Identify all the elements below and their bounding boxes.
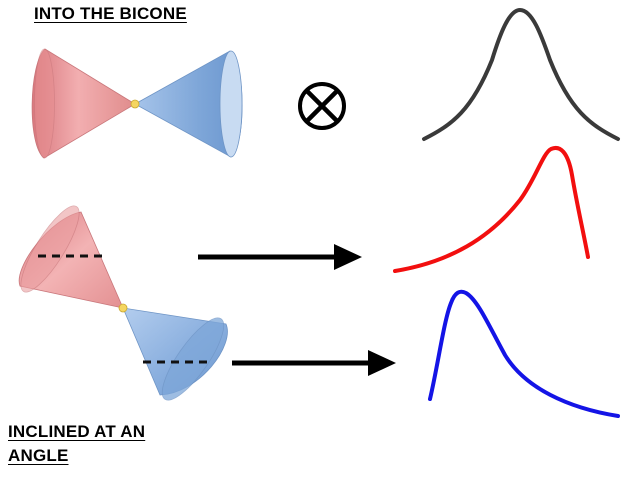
circled-times-icon [298, 82, 346, 130]
upright-bicone [31, 48, 243, 159]
inclined-bicone [18, 205, 228, 401]
apex-dot-top [130, 99, 140, 109]
inclined-label-line2: ANGLE [8, 446, 69, 465]
inclined-at-an-angle-label: INCLINED AT AN ANGLE [8, 420, 145, 468]
blue-skewed-profile [428, 289, 620, 418]
red-skewed-profile [393, 146, 590, 273]
blue-cone-top-rim [219, 50, 243, 158]
arrow-to-red-profile [198, 244, 362, 270]
inclined-label-line1: INCLINED AT AN [8, 422, 146, 441]
red-cone-top-rim [34, 48, 55, 159]
into-the-bicone-label: INTO THE BICONE [34, 4, 187, 23]
blue-cone-inclined-rim [161, 317, 225, 401]
red-cone-inclined-rim [20, 205, 80, 293]
symmetric-profile [422, 7, 620, 141]
apex-dot-inclined [118, 303, 128, 313]
arrow-to-blue-profile [232, 350, 396, 376]
